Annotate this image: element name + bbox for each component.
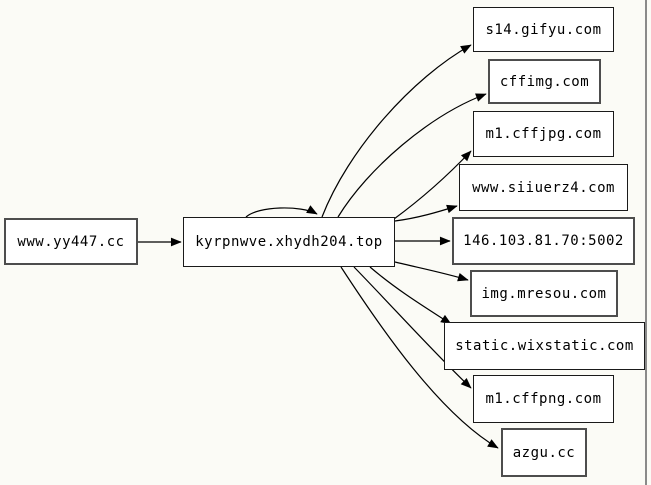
node-label: s14.gifyu.com: [485, 21, 602, 38]
node-label: kyrpnwve.xhydh204.top: [195, 234, 383, 250]
node-label: m1.cffpng.com: [485, 391, 602, 407]
node-static-wixstatic-com: static.wixstatic.com: [444, 322, 645, 370]
node-m1-cffjpg-com: m1.cffjpg.com: [473, 111, 614, 157]
node-label: cffimg.com: [499, 73, 590, 90]
node-label: img.mresou.com: [481, 285, 607, 302]
node-label: azgu.cc: [512, 444, 576, 461]
edge-kyrpnwve.xhydh204.top-to-s14.gifyu.com: [321, 44, 472, 218]
node-label: m1.cffjpg.com: [485, 126, 602, 142]
node-label: static.wixstatic.com: [455, 338, 634, 354]
node-label: 146.103.81.70:5002: [463, 233, 624, 249]
edge-kyrpnwve.xhydh204.top-to-kyrpnwve.xhydh204.top: [245, 205, 318, 218]
node-label: www.yy447.cc: [17, 233, 125, 250]
node-azgu-cc: azgu.cc: [501, 428, 587, 477]
edge-kyrpnwve.xhydh204.top-to-static.wixstatic.com: [369, 266, 452, 325]
node-s14-gifyu-com: s14.gifyu.com: [473, 7, 614, 52]
node-www-yy447-cc: www.yy447.cc: [4, 218, 138, 265]
node-146-103-81-70-5002: 146.103.81.70:5002: [452, 217, 635, 265]
node-label: www.siiuerz4.com: [472, 179, 615, 196]
node-kyrpnwve-xhydh204-top: kyrpnwve.xhydh204.top: [183, 217, 395, 267]
node-m1-cffpng-com: m1.cffpng.com: [473, 375, 614, 423]
node-cffimg-com: cffimg.com: [488, 59, 601, 104]
node-img-mresou-com: img.mresou.com: [470, 270, 618, 317]
edge-kyrpnwve.xhydh204.top-to-www.siiuerz4.com: [394, 204, 458, 222]
node-www-siiuerz4-com: www.siiuerz4.com: [459, 164, 628, 211]
canvas-right-edge-line: [645, 0, 647, 485]
